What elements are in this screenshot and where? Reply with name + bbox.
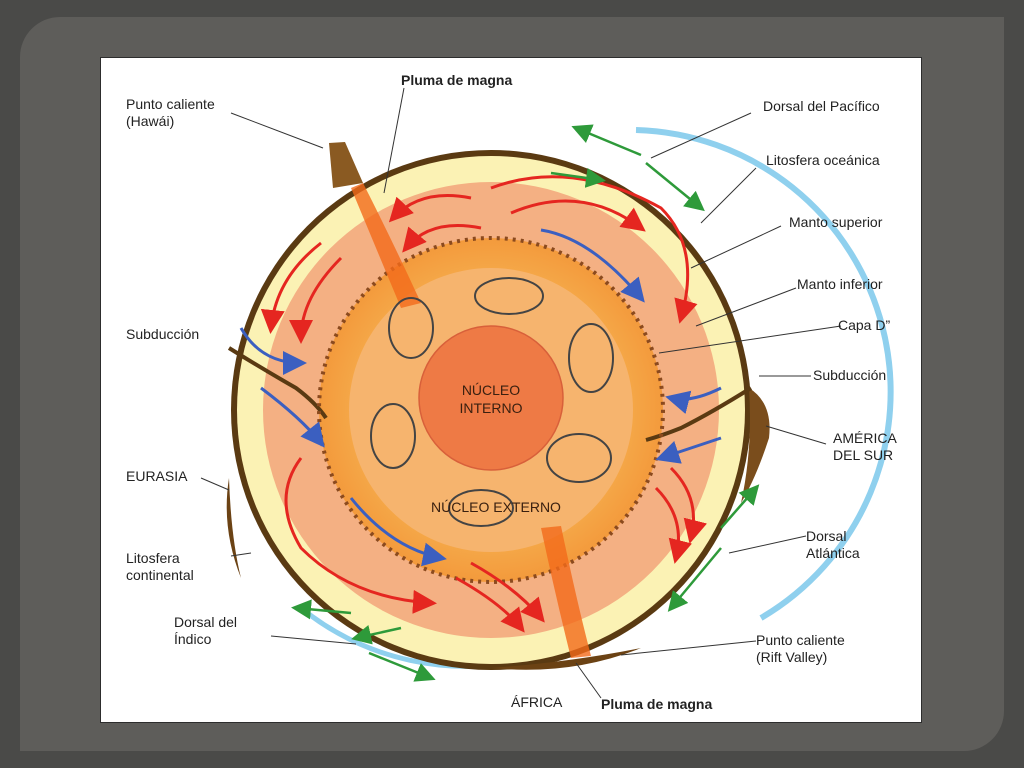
- ocean-outline: [635, 127, 894, 621]
- volcano-hawaii: [329, 142, 363, 188]
- plume-bottom: [541, 526, 591, 658]
- label-eurasia: EURASIA: [126, 468, 188, 484]
- continent-america: [741, 388, 770, 503]
- label-nucleo-externo: NÚCLEO EXTERNO: [431, 499, 561, 515]
- continent-eurasia: [226, 478, 241, 578]
- continent-africa: [491, 648, 641, 670]
- label-nucleo-interno: NÚCLEO INTERNO: [459, 382, 523, 416]
- earth-structure-slide: Punto caliente (Hawái) Pluma de magna Do…: [100, 57, 922, 723]
- label-africa: ÁFRICA: [511, 694, 563, 710]
- leader-lines: [200, 87, 842, 699]
- plume-top: [351, 183, 421, 308]
- label-dorsal-atlantica: Dorsal Atlántica: [806, 528, 860, 561]
- label-punto-caliente-hawai: Punto caliente (Hawái): [126, 96, 215, 129]
- label-dorsal-indico: Dorsal del Índico: [174, 614, 238, 647]
- label-subduccion-right: Subducción: [813, 367, 887, 383]
- red-arrows: [260, 175, 708, 633]
- label-litosfera-continental: Litosfera continental: [126, 550, 194, 583]
- label-manto-inferior: Manto inferior: [797, 276, 883, 292]
- inner-core: [418, 325, 564, 471]
- label-capa-d: Capa D”: [838, 317, 891, 333]
- core-cells: [370, 277, 614, 527]
- label-pluma-magna-top: Pluma de magna: [401, 72, 513, 88]
- slab-left: [227, 346, 328, 420]
- green-arrows: [291, 124, 760, 682]
- label-litosfera-oceanica: Litosfera oceánica: [766, 152, 880, 168]
- earth-diagram: [200, 87, 894, 699]
- blue-arrows: [239, 228, 722, 567]
- label-pluma-magna-bottom: Pluma de magna: [601, 696, 713, 712]
- label-dorsal-pacifico: Dorsal del Pacífico: [763, 98, 880, 114]
- label-punto-caliente-rift: Punto caliente (Rift Valley): [756, 632, 845, 665]
- label-manto-superior: Manto superior: [789, 214, 883, 230]
- slab-right: [645, 386, 753, 442]
- label-america-sur: AMÉRICA DEL SUR: [833, 430, 897, 463]
- d-layer-dots: [317, 236, 665, 584]
- label-subduccion-left: Subducción: [126, 326, 200, 342]
